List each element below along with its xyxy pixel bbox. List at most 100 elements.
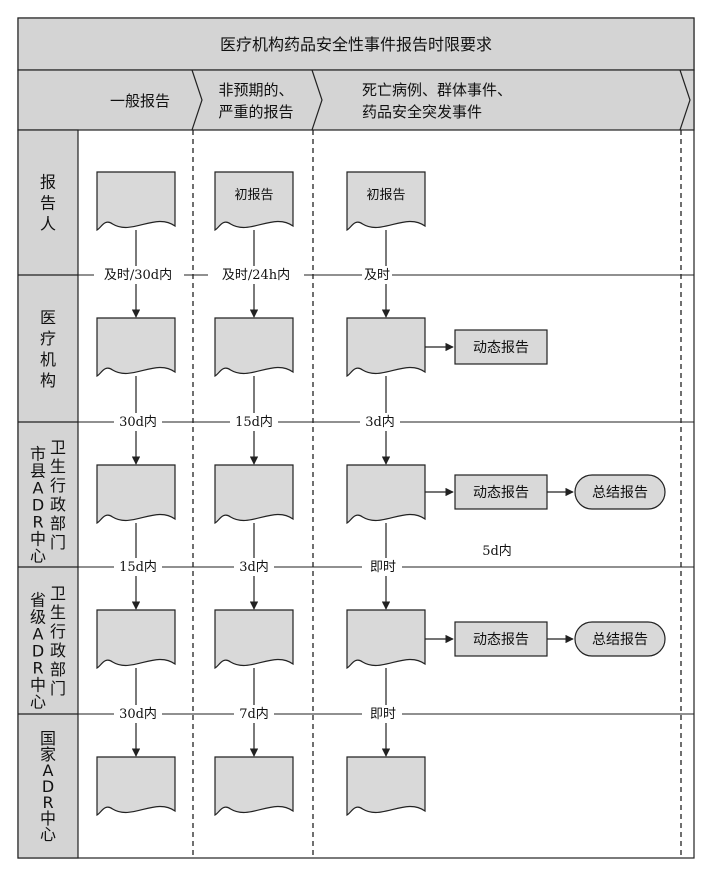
column-header-general: 一般报告 xyxy=(110,92,170,110)
time-limit-province-general: 30d内 xyxy=(119,706,157,722)
row-sublabel-3-char: 中 xyxy=(30,530,46,549)
outer-frame xyxy=(17,17,695,859)
column-chevron-2 xyxy=(311,69,323,131)
time-limit-institution-death: 3d内 xyxy=(365,414,395,430)
report-doc-col2-row1 xyxy=(214,171,294,231)
row-sublabel-4-char: 心 xyxy=(30,693,46,712)
row-label-4-char: 门 xyxy=(50,679,66,698)
row-sublabel-4-char: 级 xyxy=(30,608,46,627)
label-bg xyxy=(114,558,162,576)
row-sublabel-3-char: D xyxy=(32,496,44,515)
label-bg xyxy=(362,266,392,284)
row-label-column xyxy=(17,129,79,859)
row-sublabel-3-char: 心 xyxy=(30,547,46,566)
report-doc-col1-row5 xyxy=(96,756,176,816)
summary-report-county-label: 总结报告 xyxy=(592,485,648,501)
row-label-4-char: 生 xyxy=(50,603,66,622)
report-doc-col3-row1-label: 初报告 xyxy=(366,188,405,203)
row-label-3-char: 生 xyxy=(50,457,66,476)
row-label-4-char: 行 xyxy=(50,622,66,641)
report-doc-col2-row1-label: 初报告 xyxy=(234,188,273,203)
row-label-4-char: 部 xyxy=(50,660,66,679)
time-limit-institution-serious: 15d内 xyxy=(235,414,273,430)
row-sublabel-4-char: 省 xyxy=(30,591,46,610)
row-label-3-char: 部 xyxy=(50,514,66,533)
row-label-5-char: A xyxy=(43,761,54,780)
column-header-band xyxy=(17,69,695,131)
row-label-4-char: 政 xyxy=(50,641,66,660)
row-label-5-char: 国 xyxy=(40,729,56,748)
time-limit-reporter-general: 及时/30d内 xyxy=(104,267,172,283)
report-doc-col3-row3 xyxy=(346,464,426,524)
title-bar xyxy=(17,17,695,71)
summary-report-deadline: 5d内 xyxy=(482,543,512,559)
time-limit-county-serious: 3d内 xyxy=(239,559,269,575)
row-label-2-char: 医 xyxy=(40,308,56,327)
label-bg xyxy=(114,705,162,723)
summary-report-province xyxy=(574,621,666,657)
summary-report-county xyxy=(574,474,666,510)
row-label-3-char: 行 xyxy=(50,476,66,495)
column-header-death-line2: 药品安全突发事件 xyxy=(362,103,482,121)
row-label-2-char: 构 xyxy=(40,371,56,390)
dynamic-report-institution-label: 动态报告 xyxy=(473,340,529,356)
label-bg xyxy=(230,413,278,431)
report-doc-col3-row1 xyxy=(346,171,426,231)
dynamic-report-institution xyxy=(454,329,548,365)
label-bg xyxy=(234,558,274,576)
label-bg xyxy=(208,266,304,284)
column-header-death-line1: 死亡病例、群体事件、 xyxy=(362,81,512,99)
row-sublabel-4-char: A xyxy=(33,625,44,644)
row-sublabel-4-char: D xyxy=(32,642,44,661)
label-bg xyxy=(360,413,400,431)
row-label-5-char: 中 xyxy=(40,809,56,828)
report-doc-col3-row2 xyxy=(346,317,426,377)
report-doc-col1-row2 xyxy=(96,317,176,377)
dynamic-report-province-label: 动态报告 xyxy=(473,632,529,648)
row-label-3-char: 门 xyxy=(50,533,66,552)
row-label-1-char: 报 xyxy=(40,173,56,192)
report-doc-col1-row4 xyxy=(96,609,176,669)
label-bg xyxy=(362,705,402,723)
time-limit-county-general: 15d内 xyxy=(119,559,157,575)
column-chevron-3 xyxy=(679,69,691,131)
dynamic-report-county-label: 动态报告 xyxy=(473,485,529,501)
report-doc-col1-row1 xyxy=(96,171,176,231)
row-label-5-char: R xyxy=(42,793,53,812)
row-sublabel-3-char: 市 xyxy=(30,445,46,464)
column-chevron-1 xyxy=(191,69,203,131)
report-doc-col1-row3 xyxy=(96,464,176,524)
time-limit-province-serious: 7d内 xyxy=(239,706,269,722)
time-limit-reporter-serious: 及时/24h内 xyxy=(222,267,290,283)
row-label-1-char: 告 xyxy=(40,194,56,213)
row-label-1-char: 人 xyxy=(40,215,56,234)
label-bg xyxy=(362,558,402,576)
label-bg xyxy=(234,705,274,723)
label-bg xyxy=(114,413,162,431)
report-doc-col2-row2 xyxy=(214,317,294,377)
row-label-3-char: 政 xyxy=(50,495,66,514)
summary-report-province-label: 总结报告 xyxy=(592,632,648,648)
label-bg xyxy=(94,266,184,284)
time-limit-province-death: 即时 xyxy=(370,707,396,722)
dynamic-and-summary-reports: 动态报告动态报告总结报告动态报告总结报告 xyxy=(425,329,666,657)
row-label-3-char: 卫 xyxy=(50,438,66,457)
row-label-2-char: 疗 xyxy=(40,329,56,348)
row-label-5-char: 心 xyxy=(40,825,56,844)
report-doc-col3-row5 xyxy=(346,756,426,816)
row-label-4-char: 卫 xyxy=(50,584,66,603)
report-doc-col2-row4 xyxy=(214,609,294,669)
row-sublabel-3-char: A xyxy=(33,479,44,498)
report-doc-col2-row3 xyxy=(214,464,294,524)
diagram-title: 医疗机构药品安全性事件报告时限要求 xyxy=(220,35,492,54)
time-limit-institution-general: 30d内 xyxy=(119,414,157,430)
row-label-5-char: 家 xyxy=(40,745,56,764)
report-doc-col3-row4 xyxy=(346,609,426,669)
row-sublabel-4-char: R xyxy=(32,659,43,678)
column-header-serious-line2: 严重的报告 xyxy=(218,103,293,121)
time-limit-reporter-death: 及时 xyxy=(364,268,390,283)
row-label-2-char: 机 xyxy=(40,350,56,369)
